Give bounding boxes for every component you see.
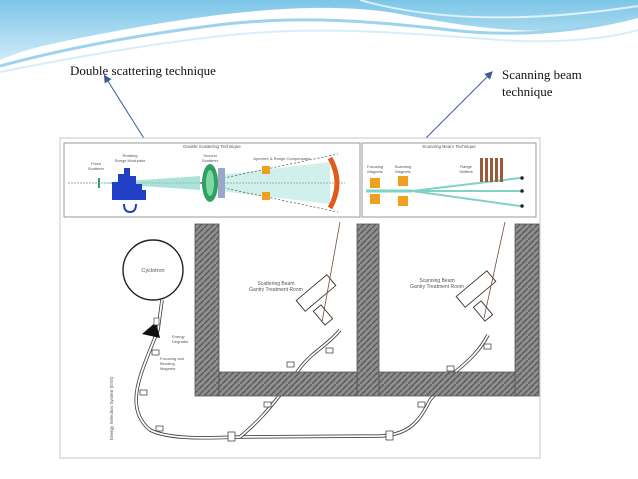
annotation-double-scattering: Double scattering technique [70, 63, 216, 78]
double-scattering-panel: Double Scattering Technique Fixed Scatte… [63, 142, 361, 218]
svg-text:Cyclotron: Cyclotron [141, 268, 164, 274]
arrow-scanning-beam [415, 71, 493, 149]
svg-text:Aperture & Range Compensator: Aperture & Range Compensator [253, 156, 311, 161]
svg-text:Energy Selection System (ESS): Energy Selection System (ESS) [109, 376, 114, 440]
svg-text:Second: Second [203, 153, 217, 158]
svg-text:Focusing: Focusing [367, 164, 383, 169]
fixed-scatterer [98, 178, 100, 188]
shielding-walls [194, 223, 540, 397]
scanning-beam-panel: Scanning Beam Technique Focusing Magnets… [361, 142, 537, 218]
svg-text:Scatterer: Scatterer [202, 158, 219, 163]
svg-text:Scanning Beam: Scanning Beam [419, 278, 454, 284]
arrow-double-scattering [103, 74, 151, 149]
range-modulator [112, 168, 146, 200]
svg-text:Rotating: Rotating [123, 153, 138, 158]
scanning-magnet-bottom [398, 196, 408, 206]
scan-gantry-nozzle [455, 221, 506, 322]
second-scatterer [202, 164, 225, 202]
cyclotron [122, 239, 184, 301]
svg-text:Shifters: Shifters [459, 169, 473, 174]
focusing-magnet-bottom [370, 194, 380, 204]
range-compensator [327, 156, 340, 210]
modulator-wheel-icon [123, 203, 137, 214]
annotation-scanning-beam: Scanning beam technique [502, 67, 582, 99]
range-shifters [480, 158, 503, 182]
beam-second-spread [210, 162, 330, 204]
svg-text:Energy: Energy [172, 334, 185, 339]
header-wave-decoration [0, 0, 638, 73]
beam-first-spread [98, 176, 200, 190]
scanning-magnet-top [398, 176, 408, 186]
svg-text:Gantry Treatment Room: Gantry Treatment Room [410, 284, 464, 290]
panel-scan-title: Scanning Beam Technique [422, 144, 476, 149]
svg-text:Magnets: Magnets [395, 169, 410, 174]
facility-plan: Cyclotron Energy Degrader Focusing and B… [109, 221, 540, 442]
svg-text:Range Modulator: Range Modulator [115, 158, 146, 163]
svg-text:Scattering Beam: Scattering Beam [258, 281, 295, 287]
svg-text:Scatterer: Scatterer [88, 166, 105, 171]
svg-text:Fixed: Fixed [91, 161, 101, 166]
svg-text:Gantry Treatment Room: Gantry Treatment Room [249, 287, 303, 293]
svg-text:Magnets: Magnets [160, 366, 175, 371]
svg-text:Scanning: Scanning [395, 164, 412, 169]
svg-text:Focusing and: Focusing and [160, 356, 184, 361]
svg-text:Magnets: Magnets [367, 169, 382, 174]
aperture-top [262, 166, 270, 174]
svg-text:Range: Range [460, 164, 473, 169]
beamline-magnets [139, 343, 492, 442]
panel-double-title: Double Scattering Technique [183, 144, 241, 149]
focusing-magnet-top [370, 178, 380, 188]
scatter-gantry-nozzle [295, 221, 341, 326]
svg-text:Degrader: Degrader [172, 339, 189, 344]
aperture-bottom [262, 192, 270, 200]
energy-degrader [142, 322, 160, 338]
svg-text:Bending: Bending [160, 361, 175, 366]
